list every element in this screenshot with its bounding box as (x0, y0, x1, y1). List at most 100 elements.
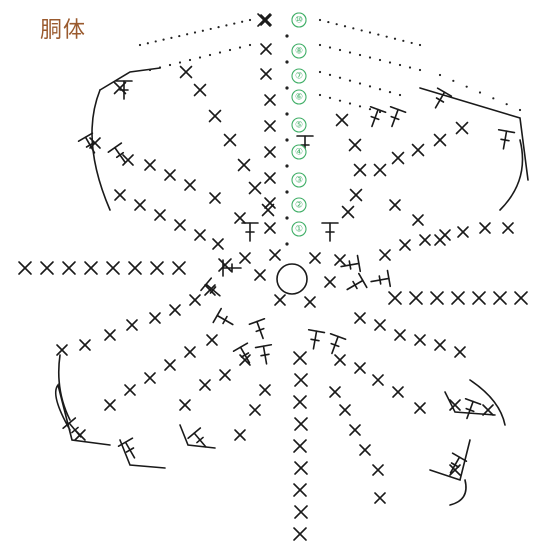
chain-dot (159, 66, 161, 68)
chain-dot (327, 21, 329, 23)
sc-stitch-x (265, 121, 275, 131)
sc-stitch-x (195, 85, 206, 96)
round-number-5: ⑤ (292, 118, 306, 132)
sc-stitch-x (57, 345, 67, 355)
sc-stitch-x (155, 210, 165, 220)
sc-stitch-x (375, 320, 385, 330)
chain-dot (339, 100, 341, 102)
chain-dot (194, 31, 196, 33)
sc-stitch-x (275, 295, 285, 305)
sc-stitch-x (219, 259, 231, 271)
svg-text:⑦: ⑦ (295, 72, 303, 82)
round-number-7: ⑦ (292, 69, 306, 83)
hdc-stitch-t (370, 271, 391, 290)
sc-stitch-x (165, 360, 175, 370)
chain-dot (147, 42, 149, 44)
sc-stitch-x (515, 292, 527, 304)
chain-dot (399, 94, 401, 96)
chain-dot (285, 112, 288, 115)
sc-stitch-x (127, 320, 137, 330)
sc-stitch-x (175, 220, 185, 230)
sc-stitch-x (261, 44, 271, 54)
sc-stitch-x (400, 240, 410, 250)
sc-stitch-x (343, 207, 354, 218)
chain-dot (225, 24, 227, 26)
sc-stitch-x (207, 335, 217, 345)
sc-stitch-x (335, 355, 345, 365)
chain-dot (219, 51, 221, 53)
chain-dot (170, 37, 172, 39)
sc-stitch-x (250, 405, 260, 415)
chain-dot (210, 28, 212, 30)
chain-dot (178, 35, 180, 37)
sc-stitch-x (105, 400, 115, 410)
sc-stitch-x (494, 292, 506, 304)
sc-stitch-x (458, 227, 468, 237)
svg-text:③: ③ (295, 176, 303, 186)
sc-stitch-x (351, 190, 362, 201)
round-number-labels: ①②③④⑤⑥⑦⑧⑨⑩ (292, 13, 306, 236)
svg-text:②: ② (295, 201, 303, 211)
sc-stitch-x (180, 400, 190, 410)
sc-stitch-x (145, 373, 155, 383)
sc-stitch-x (350, 425, 360, 435)
leg-outline (56, 385, 110, 445)
chain-dot (386, 36, 388, 38)
sc-stitch-x (325, 277, 335, 287)
chain-dot (179, 61, 181, 63)
svg-text:⑩: ⑩ (295, 16, 303, 26)
sc-stitch-x (480, 223, 490, 233)
sc-stitch-x (261, 15, 271, 25)
sc-stitch-x (295, 462, 307, 474)
chain-dot (249, 19, 251, 21)
chain-dot (285, 190, 288, 193)
chain-dot (419, 44, 421, 46)
chain-dot (439, 74, 441, 76)
hdc-stitch-t (242, 223, 258, 241)
sc-stitch-x (195, 230, 205, 240)
sc-stitch-x (390, 200, 400, 210)
sc-stitch-x (265, 147, 275, 157)
sc-stitch-x (270, 250, 280, 260)
chain-dot (319, 19, 321, 21)
chain-dot (379, 88, 381, 90)
hdc-stitch-t (249, 319, 270, 341)
chain-dot (389, 91, 391, 93)
sc-stitch-x (503, 223, 513, 233)
sc-stitch-x (305, 297, 315, 307)
sc-stitch-x (435, 340, 445, 350)
sc-stitch-x (294, 396, 306, 408)
sc-stitch-x (265, 223, 275, 233)
sc-stitch-x (350, 140, 361, 151)
chain-dot (369, 31, 371, 33)
sc-stitch-x (335, 255, 345, 265)
sc-stitch-x (150, 313, 160, 323)
sc-stitch-x (413, 145, 424, 156)
round-number-3: ③ (292, 173, 306, 187)
sc-stitch-x (41, 262, 53, 274)
sc-stitch-x (263, 205, 274, 216)
hdc-stitch-t (223, 260, 241, 276)
sc-stitch-x (452, 292, 464, 304)
chain-dot (411, 42, 413, 44)
sc-stitch-x (235, 430, 245, 440)
chain-dot (319, 71, 321, 73)
chain-dot (329, 74, 331, 76)
chain-dot (241, 21, 243, 23)
sc-stitch-x (165, 170, 175, 180)
sc-stitch-x (473, 292, 485, 304)
chain-dot (352, 27, 354, 29)
chain-dot (377, 33, 379, 35)
chain-dot (519, 109, 521, 111)
chain-dot (452, 80, 454, 82)
hdc-stitch-t (256, 345, 275, 366)
sc-stitch-x (360, 445, 370, 455)
chain-dot (402, 40, 404, 42)
hdc-stitch-t (213, 309, 237, 332)
sc-stitch-x (294, 352, 306, 364)
sc-stitch-x (294, 484, 306, 496)
chain-dot (479, 91, 481, 93)
hdc-stitch-t (201, 278, 225, 302)
chain-dot (359, 54, 361, 56)
hdc-stitch-t (324, 334, 345, 356)
